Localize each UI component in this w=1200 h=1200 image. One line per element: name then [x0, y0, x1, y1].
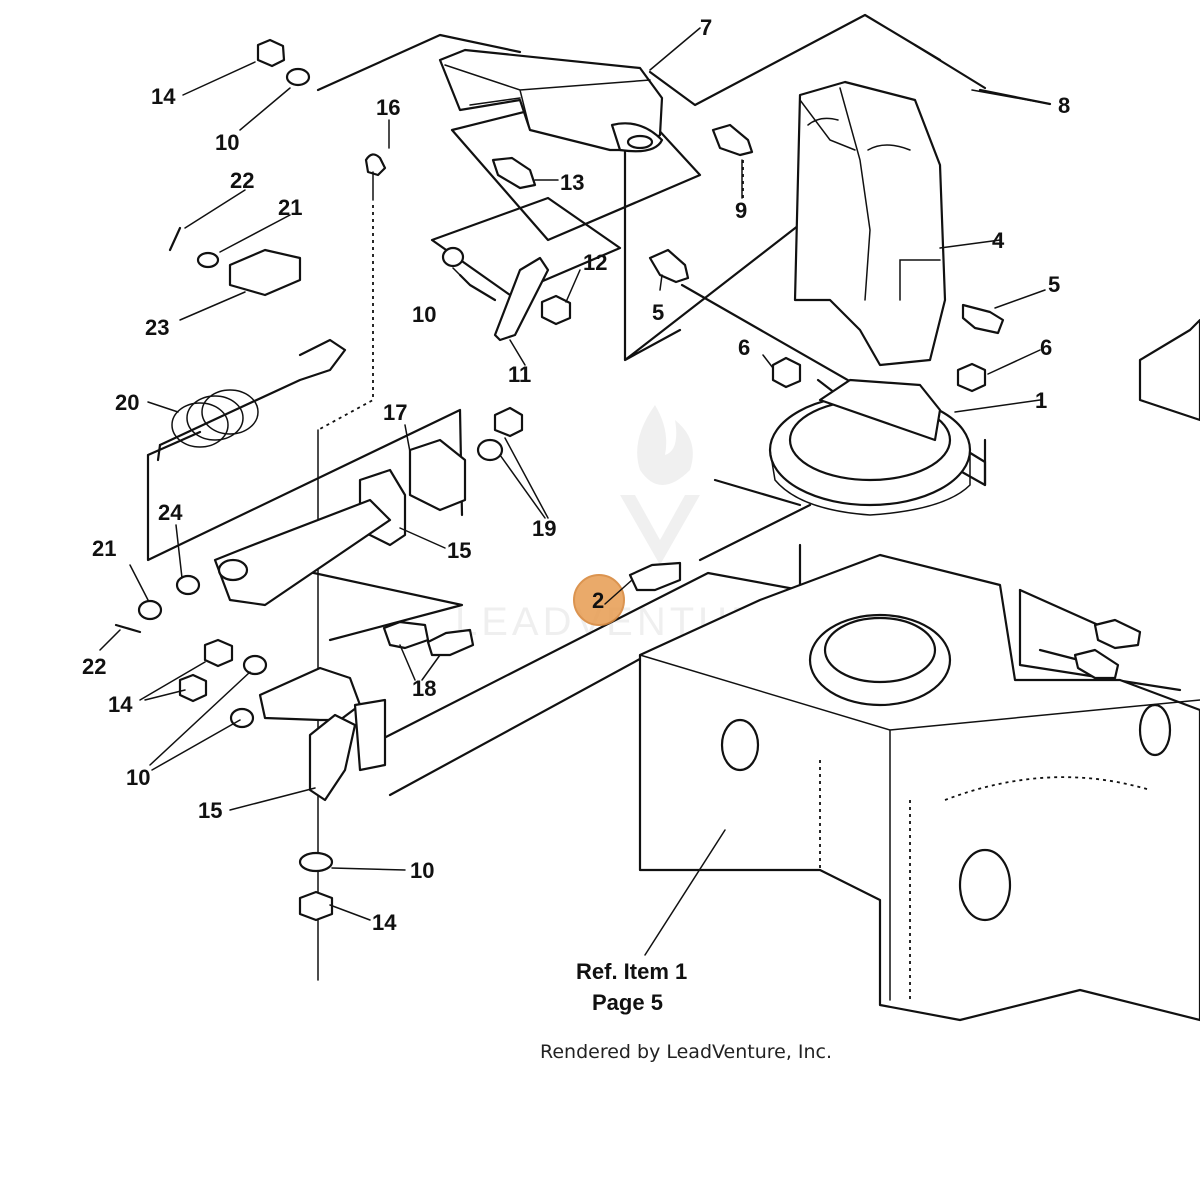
reference-note-line1: Ref. Item 1: [576, 959, 687, 984]
label-part-14a: 14: [151, 84, 176, 109]
partial-part: [1138, 318, 1200, 422]
hex-nut: [956, 362, 987, 393]
label-part-14c: 14: [372, 910, 397, 935]
label-part-23: 23: [145, 315, 169, 340]
hex-nut: [493, 406, 524, 438]
label-part-13: 13: [560, 170, 584, 195]
reference-note-line2: Page 5: [592, 990, 663, 1015]
label-part-21a: 21: [278, 195, 302, 220]
washer: [476, 438, 504, 462]
washer: [285, 67, 311, 87]
hex-nut: [771, 356, 802, 389]
chute-deflector: [438, 48, 664, 153]
render-credit: Rendered by LeadVenture, Inc.: [540, 1041, 832, 1063]
label-part-6b: 6: [1040, 335, 1052, 360]
label-part-14b: 14: [108, 692, 133, 717]
spring-pin: [913, 43, 987, 90]
label-part-18: 18: [412, 676, 436, 701]
hex-nut: [298, 890, 334, 922]
label-part-6a: 6: [738, 335, 750, 360]
washer: [441, 246, 465, 268]
carriage-bolt: [364, 153, 387, 177]
v-logo-icon: [620, 495, 700, 565]
hex-bolt: [711, 123, 754, 157]
hex-bolt: [628, 561, 682, 592]
tension-spring: [158, 338, 347, 448]
washer: [298, 851, 334, 873]
washer: [229, 707, 255, 729]
hex-bolt: [382, 620, 430, 650]
label-part-22a: 22: [230, 168, 254, 193]
label-part-5a: 5: [652, 300, 664, 325]
washer: [137, 599, 163, 621]
label-part-15a: 15: [447, 538, 471, 563]
hotspot-leader: [604, 579, 633, 605]
label-part-12: 12: [583, 250, 607, 275]
label-part-16: 16: [376, 95, 400, 120]
label-part-5b: 5: [1048, 272, 1060, 297]
hotspot-circle[interactable]: [573, 574, 625, 626]
callout-leaders: [99, 27, 1051, 956]
label-part-10a: 10: [215, 130, 239, 155]
discharge-chute: [793, 80, 947, 367]
label-part-17: 17: [383, 400, 407, 425]
washer: [242, 654, 268, 676]
label-part-19: 19: [532, 516, 556, 541]
hex-nut: [540, 294, 572, 326]
hex-bolt: [961, 303, 1005, 335]
hex-nut: [178, 673, 208, 703]
hex-nut: [203, 638, 234, 668]
label-part-8: 8: [1058, 93, 1070, 118]
hex-bolt: [1073, 648, 1120, 680]
label-part-10d: 10: [410, 858, 434, 883]
callout-labels: 1 4 5 5 6 6 7 8 9 10 10 10 10 11 12 13 1…: [82, 15, 1070, 935]
mount-bracket-upper: [213, 438, 467, 607]
label-part-21b: 21: [92, 536, 116, 561]
flame-logo-icon: [637, 405, 693, 485]
label-part-9: 9: [735, 198, 747, 223]
hex-bolt: [648, 248, 690, 284]
washer: [175, 574, 201, 596]
hex-bolt: [426, 628, 475, 657]
label-part-15b: 15: [198, 798, 222, 823]
part-2-hotspot[interactable]: 2: [573, 574, 633, 626]
hex-bolt: [491, 156, 537, 190]
label-part-22b: 22: [82, 654, 106, 679]
hardware: [114, 38, 1142, 922]
washer: [196, 251, 220, 269]
swivel-block: [228, 248, 302, 297]
auger-housing: [638, 553, 1200, 1022]
chute-ring: [768, 378, 972, 516]
cotter-pin: [114, 226, 182, 634]
label-part-11: 11: [508, 362, 531, 387]
label-part-20: 20: [115, 390, 139, 415]
label-part-24: 24: [158, 500, 183, 525]
label-part-1: 1: [1035, 388, 1047, 413]
hex-nut: [256, 38, 286, 68]
handle-shaft: [458, 273, 497, 302]
label-part-10b: 10: [412, 302, 436, 327]
mount-bracket-lower: [258, 666, 387, 802]
label-part-2[interactable]: 2: [592, 588, 604, 613]
label-part-4: 4: [992, 228, 1005, 253]
label-part-7: 7: [700, 15, 712, 40]
chute-crank-handle: [493, 256, 550, 342]
hex-bolt: [1093, 618, 1142, 650]
label-part-10c: 10: [126, 765, 150, 790]
